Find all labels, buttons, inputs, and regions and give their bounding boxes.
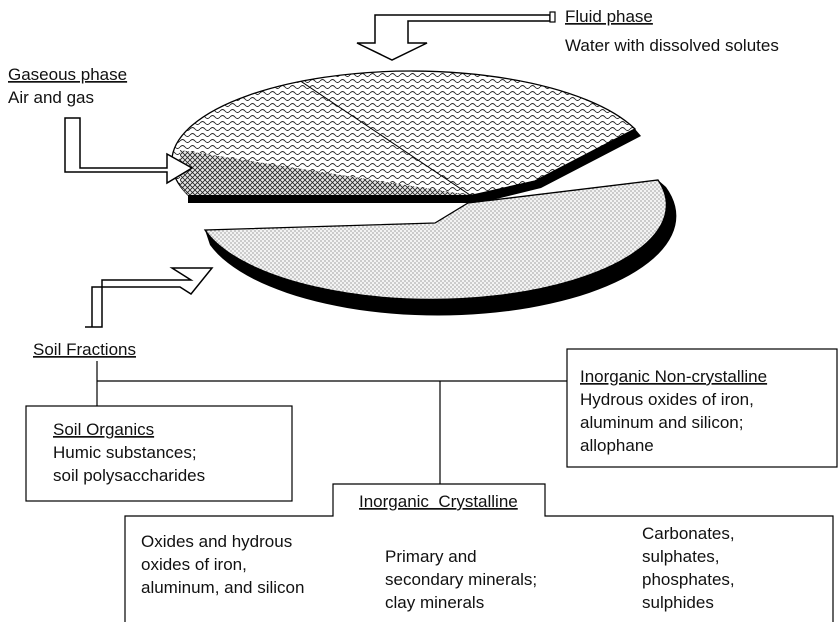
gaseous-phase-title: Gaseous phase [8,65,127,84]
noncrystalline-line: Hydrous oxides of iron, [580,390,754,409]
crystalline-col2-line: Primary and [385,547,477,566]
soil-fractions-title: Soil Fractions [33,340,136,359]
crystalline-col3-line: phosphates, [642,570,735,589]
inorganic-noncrystalline-box: Inorganic Non-crystalline Hydrous oxides… [567,349,837,467]
fluid-phase-arrow [357,15,550,60]
soil-fractions-arrow [85,268,212,327]
noncrystalline-line: aluminum and silicon; [580,413,743,432]
noncrystalline-title: Inorganic Non-crystalline [580,367,767,386]
crystalline-col1-line: aluminum, and silicon [141,578,304,597]
crystalline-col2-line: secondary minerals; [385,570,537,589]
crystalline-col2-line: clay minerals [385,593,484,612]
crystalline-col3-line: sulphides [642,593,714,612]
fluid-phase-title: Fluid phase [565,7,653,26]
crystalline-col1-line: oxides of iron, [141,555,247,574]
gaseous-phase-desc: Air and gas [8,88,94,107]
crystalline-col3-line: sulphates, [642,547,720,566]
noncrystalline-line: allophane [580,436,654,455]
crystalline-col1-line: Oxides and hydrous [141,532,292,551]
soil-organics-title: Soil Organics [53,420,154,439]
fluid-phase-desc: Water with dissolved solutes [565,36,779,55]
soil-organics-line: Humic substances; [53,443,197,462]
soil-organics-line: soil polysaccharides [53,466,205,485]
fluid-arrow-tail [550,12,555,22]
inorganic-crystalline-group: Inorganic Crystalline Oxides and hydrous… [125,484,833,622]
crystalline-title: Inorganic Crystalline [359,492,518,511]
soil-organics-box: Soil Organics Humic substances; soil pol… [26,406,292,501]
crystalline-col3-line: Carbonates, [642,524,735,543]
